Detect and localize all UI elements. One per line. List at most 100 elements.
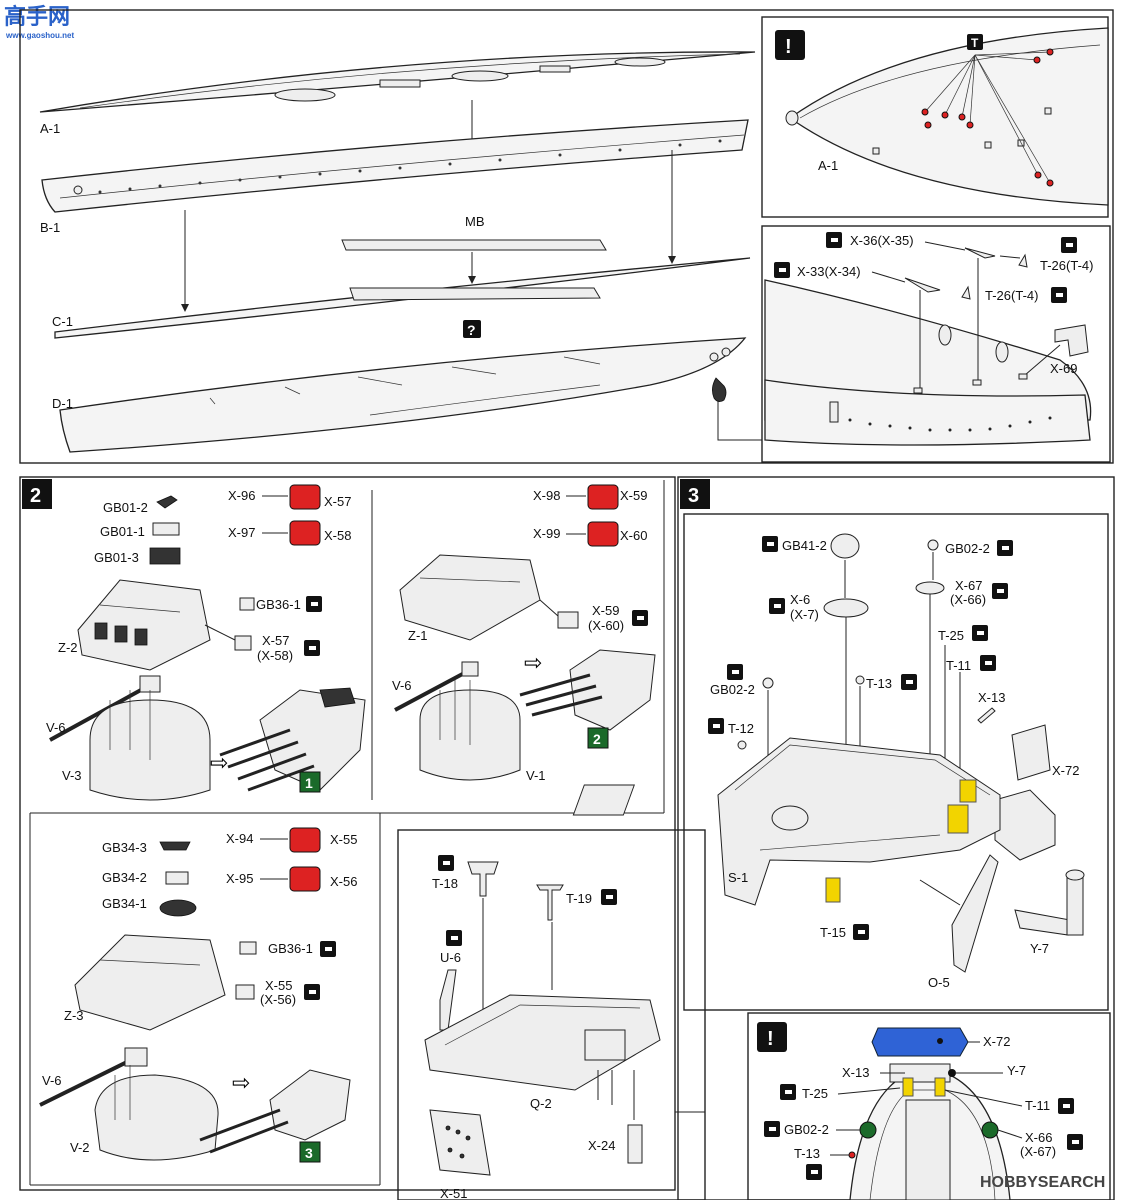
part-gb01-1: GB01-1 — [100, 524, 145, 539]
svg-text:1: 1 — [305, 775, 313, 791]
part-gb34-2: GB34-2 — [102, 870, 147, 885]
label-c1: C-1 — [52, 314, 73, 329]
icon-sq — [1067, 1134, 1083, 1150]
icon-sq — [1058, 1098, 1074, 1114]
part-o5: O-5 — [928, 975, 950, 990]
detail-x72: X-72 — [983, 1034, 1010, 1049]
callout-swatch-red — [587, 521, 619, 547]
label-detail-a1: A-1 — [818, 158, 838, 173]
step3-detail-plan: X-72 X-13 Y-7 T-25 T-11 GB02-2 X-66 (X-6… — [764, 1027, 1083, 1200]
label-d1: D-1 — [52, 396, 73, 411]
icon-sq — [708, 718, 724, 734]
part-y7: Y-7 — [1030, 941, 1049, 956]
part-x55-c: X-55 — [265, 978, 292, 993]
yellow-highlight — [947, 804, 969, 834]
callout-x57: X-57 — [324, 494, 351, 509]
part-x51: X-51 — [440, 1186, 467, 1200]
icon-sq — [632, 610, 648, 626]
icon-sq — [774, 262, 790, 278]
part-t15: T-15 — [820, 925, 846, 940]
callout-x96: X-96 — [228, 488, 255, 503]
icon-sq — [1051, 287, 1067, 303]
svg-text:3: 3 — [305, 1145, 313, 1161]
bridge-frame — [397, 829, 706, 1200]
icon-sq — [320, 941, 336, 957]
callout-x56: X-56 — [330, 874, 357, 889]
callout-swatch-red — [289, 866, 321, 892]
turret-c: GB34-3 GB34-2 GB34-1 Z-3 GB36-1 X-55 (X-… — [39, 827, 357, 1163]
watermark-url: www.gaoshou.net — [5, 31, 74, 40]
yellow-highlight — [934, 1077, 946, 1097]
icon-sq — [769, 598, 785, 614]
callout-x97: X-97 — [228, 525, 255, 540]
label-a1: A-1 — [40, 121, 60, 136]
label-mb: MB — [465, 214, 485, 229]
part-x13: X-13 — [978, 690, 1005, 705]
result-badge-1: 1 — [299, 771, 321, 793]
part-t26-b: T-26(T-4) — [985, 288, 1038, 303]
part-x66: (X-66) — [950, 592, 986, 607]
part-t12: T-12 — [728, 721, 754, 736]
part-x59-b: X-59 — [592, 603, 619, 618]
part-x58-a: (X-58) — [257, 648, 293, 663]
pin-points — [921, 48, 1054, 187]
svg-text:?: ? — [467, 322, 476, 338]
part-u6: U-6 — [440, 950, 461, 965]
callout-x60: X-60 — [620, 528, 647, 543]
svg-text:⇨: ⇨ — [210, 750, 228, 775]
yellow-highlight — [825, 877, 841, 903]
icon-sq — [601, 889, 617, 905]
plate-mb: MB — [341, 214, 607, 251]
part-v3: V-3 — [62, 768, 82, 783]
pin-icon: T — [967, 34, 983, 50]
hull-d1: D-1 — [52, 337, 747, 453]
icon-sq — [997, 540, 1013, 556]
part-v2: V-2 — [70, 1140, 90, 1155]
part-z1: Z-1 — [408, 628, 428, 643]
superstructure-s1: GB41-2 GB02-2 X-6 (X-7) X-67 (X-66) T-25… — [572, 533, 1085, 990]
part-x67: X-67 — [955, 578, 982, 593]
part-x24: X-24 — [588, 1138, 615, 1153]
warning-icon-step3: ! — [757, 1022, 787, 1052]
part-v6-c: V-6 — [42, 1073, 62, 1088]
callout-x95: X-95 — [226, 871, 253, 886]
icon-sq — [806, 1164, 822, 1180]
warning-icon: ! — [775, 30, 805, 60]
part-z2: Z-2 — [58, 640, 78, 655]
step3-number-badge: 3 — [680, 479, 710, 509]
svg-text:!: ! — [767, 1028, 774, 1050]
icon-sq — [980, 655, 996, 671]
part-t26-a: T-26(T-4) — [1040, 258, 1093, 273]
detail-y7: Y-7 — [1007, 1063, 1026, 1078]
detail-gb02-2: GB02-2 — [784, 1122, 829, 1137]
part-gb01-2: GB01-2 — [103, 500, 148, 515]
callout-swatch-red — [289, 827, 321, 853]
svg-text:2: 2 — [593, 731, 601, 747]
svg-text:⇨: ⇨ — [524, 650, 542, 675]
result-badge-2: 2 — [587, 727, 609, 749]
detail-t25: T-25 — [802, 1086, 828, 1101]
part-z3: Z-3 — [64, 1008, 84, 1023]
question-mark-badge: ? — [463, 320, 481, 338]
yellow-highlight — [959, 779, 977, 803]
icon-sq — [306, 596, 322, 612]
detail-b-frame — [761, 225, 1111, 463]
icon-sq — [901, 674, 917, 690]
deck-a1: A-1 — [39, 51, 756, 136]
part-x33: X-33(X-34) — [797, 264, 861, 279]
part-gb36-1-c: GB36-1 — [268, 941, 313, 956]
detail-t13: T-13 — [794, 1146, 820, 1161]
icon-sq — [780, 1084, 796, 1100]
label-b1: B-1 — [40, 220, 60, 235]
callout-x94: X-94 — [226, 831, 253, 846]
part-x7: (X-7) — [790, 607, 819, 622]
callout-x58: X-58 — [324, 528, 351, 543]
detail-x13: X-13 — [842, 1065, 869, 1080]
icon-sq — [764, 1121, 780, 1137]
part-x69: X-69 — [1050, 361, 1077, 376]
part-v6-b: V-6 — [392, 678, 412, 693]
turret-b: X-98 X-59 X-99 X-60 Z-1 X-59 (X-60) V-6 … — [392, 484, 656, 783]
part-gb02-2-b: GB02-2 — [710, 682, 755, 697]
watermark-logo: 高手网 www.gaoshou.net — [4, 4, 74, 40]
